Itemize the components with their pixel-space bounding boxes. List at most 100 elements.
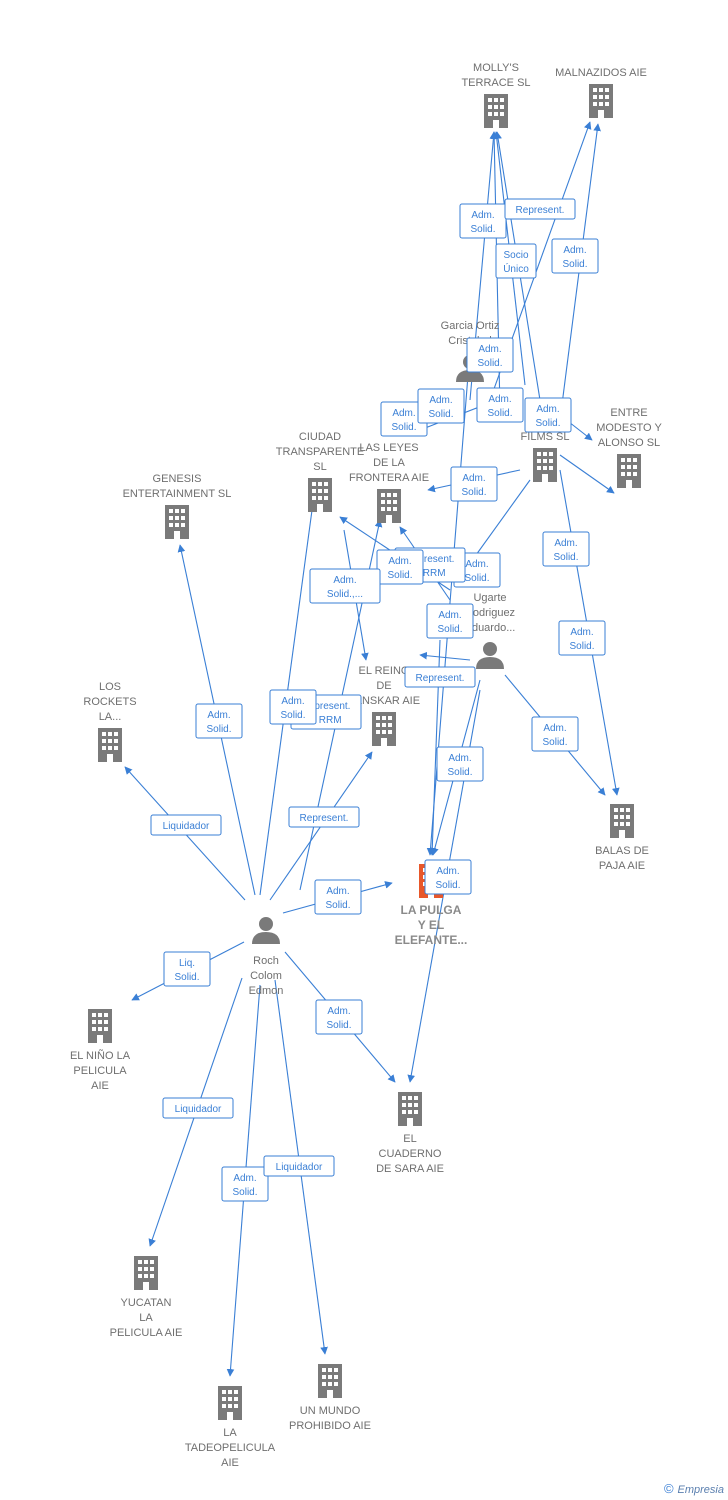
edge-label-text: Solid.	[206, 724, 231, 735]
edge-label-text: Adm.	[429, 395, 452, 406]
edge-label[interactable]: Adm. Solid.	[195, 703, 243, 739]
edge-label-text: Adm.	[563, 245, 586, 256]
node-label: SL	[313, 461, 326, 473]
edge-label[interactable]: Adm.Solid.	[476, 387, 524, 423]
edge-label-text: Liq.	[179, 958, 195, 969]
edge-label-box	[466, 337, 514, 373]
building-icon	[617, 454, 641, 488]
edge-label[interactable]: Liquidador	[162, 1097, 234, 1119]
edge-label-text: Solid.	[553, 552, 578, 563]
edge-label[interactable]: Adm.Solid.	[314, 879, 362, 915]
edge-label[interactable]: Adm.Solid.	[542, 531, 590, 567]
node-label: FRONTERA AIE	[349, 472, 429, 484]
edge-label-text: Represent.	[516, 205, 565, 216]
edge-label-text: Solid.	[174, 972, 199, 983]
edge-label[interactable]: Adm.Solid.	[459, 203, 507, 239]
edge-label-box	[417, 388, 465, 424]
edge-label[interactable]: Adm.Solid.	[426, 603, 474, 639]
node-label: MOLLY'S	[473, 62, 519, 74]
edge-label[interactable]: Liquidador	[263, 1155, 335, 1177]
edge-label-text: 3 RRM	[310, 715, 341, 726]
edge-label-text: Solid.	[487, 408, 512, 419]
edge-label-text: Adm.	[326, 886, 349, 897]
node-ugarte[interactable]: UgarteRodriguezEduardo...	[465, 592, 516, 669]
edge-labels-layer: Adm.Solid.Represent.SocioÚnicoAdm.Solid.…	[150, 198, 606, 1202]
edge-label-text: Solid.	[447, 767, 472, 778]
edge-label[interactable]: Adm. Solid.	[221, 1166, 269, 1202]
edge-label[interactable]: Adm.Solid.,...	[309, 568, 381, 604]
edge-label[interactable]: Adm.Solid.	[551, 238, 599, 274]
edge-label-box	[309, 568, 381, 604]
brand-name: Empresia	[677, 1484, 724, 1496]
edge-label-box	[162, 1097, 234, 1119]
edge-label[interactable]: Adm.Solid.	[424, 859, 472, 895]
building-icon	[610, 804, 634, 838]
edge-label-box	[450, 466, 498, 502]
edge-label-text: Adm.	[543, 723, 566, 734]
edge-label[interactable]: Represent.	[288, 806, 360, 828]
node-label: AIE	[91, 1080, 109, 1092]
edge-label[interactable]: Adm.Solid.	[466, 337, 514, 373]
edge-label-text: Adm.	[471, 210, 494, 221]
node-rockets[interactable]: LOSROCKETSLA...	[83, 681, 137, 762]
edge-label-box	[424, 859, 472, 895]
edge-label-box	[150, 814, 222, 836]
edge-label-box	[288, 806, 360, 828]
node-malnazidos[interactable]: MALNAZIDOS AIE	[555, 67, 647, 118]
edge-label[interactable]: Adm.Solid.	[417, 388, 465, 424]
edge-label[interactable]: Represent.	[504, 198, 576, 220]
edge-label[interactable]: Adm.Solid.	[524, 397, 572, 433]
edge-label[interactable]: Adm.Solid.	[380, 401, 428, 437]
building-icon	[484, 94, 508, 128]
edge-label-text: Represent.	[406, 554, 455, 565]
edge-label[interactable]: Adm. Solid.	[450, 466, 498, 502]
node-label: PAJA AIE	[599, 860, 645, 872]
brand-footer[interactable]: ©Empresia	[664, 1481, 724, 1496]
node-label: Y EL	[418, 918, 444, 932]
edge-label[interactable]: Adm.Solid.	[531, 716, 579, 752]
node-label: PROHIBIDO AIE	[289, 1420, 371, 1432]
node-label: DE	[376, 680, 391, 692]
edge-label[interactable]: Liquidador	[150, 814, 222, 836]
building-icon	[318, 1364, 342, 1398]
edge-label-text: Solid.	[461, 487, 486, 498]
edge-label-text: Adm.	[233, 1173, 256, 1184]
edge-label-box	[495, 243, 537, 279]
edge-label[interactable]: Adm.Solid.	[315, 999, 363, 1035]
node-label: TRANSPARENTE	[276, 446, 364, 458]
node-label: AIE	[221, 1457, 239, 1469]
edge-label-text: Solid.	[232, 1187, 257, 1198]
node-label: UN MUNDO	[300, 1405, 361, 1417]
edge-label[interactable]: Adm.Solid.	[376, 549, 424, 585]
edge-label-text: Único	[503, 262, 529, 275]
building-icon	[165, 505, 189, 539]
building-icon	[218, 1386, 242, 1420]
edge-label-text: Adm.	[207, 710, 230, 721]
node-label: FILMS SL	[521, 431, 570, 443]
relation-edge	[419, 651, 471, 661]
edge-label-text: Adm.	[462, 473, 485, 484]
edge-label[interactable]: Adm.Solid.	[436, 746, 484, 782]
edge-label-box	[376, 549, 424, 585]
edge-label[interactable]: Adm.Solid.	[558, 620, 606, 656]
node-mundo[interactable]: UN MUNDO PROHIBIDO AIE	[289, 1364, 371, 1432]
edge-label[interactable]: Adm.Solid.	[269, 689, 317, 725]
edge-label[interactable]: Liq. Solid.	[163, 951, 211, 987]
edge-label[interactable]: Represent.	[404, 666, 476, 688]
node-films[interactable]: FILMS SL	[521, 431, 570, 482]
node-label: LA PULGA	[401, 903, 462, 917]
